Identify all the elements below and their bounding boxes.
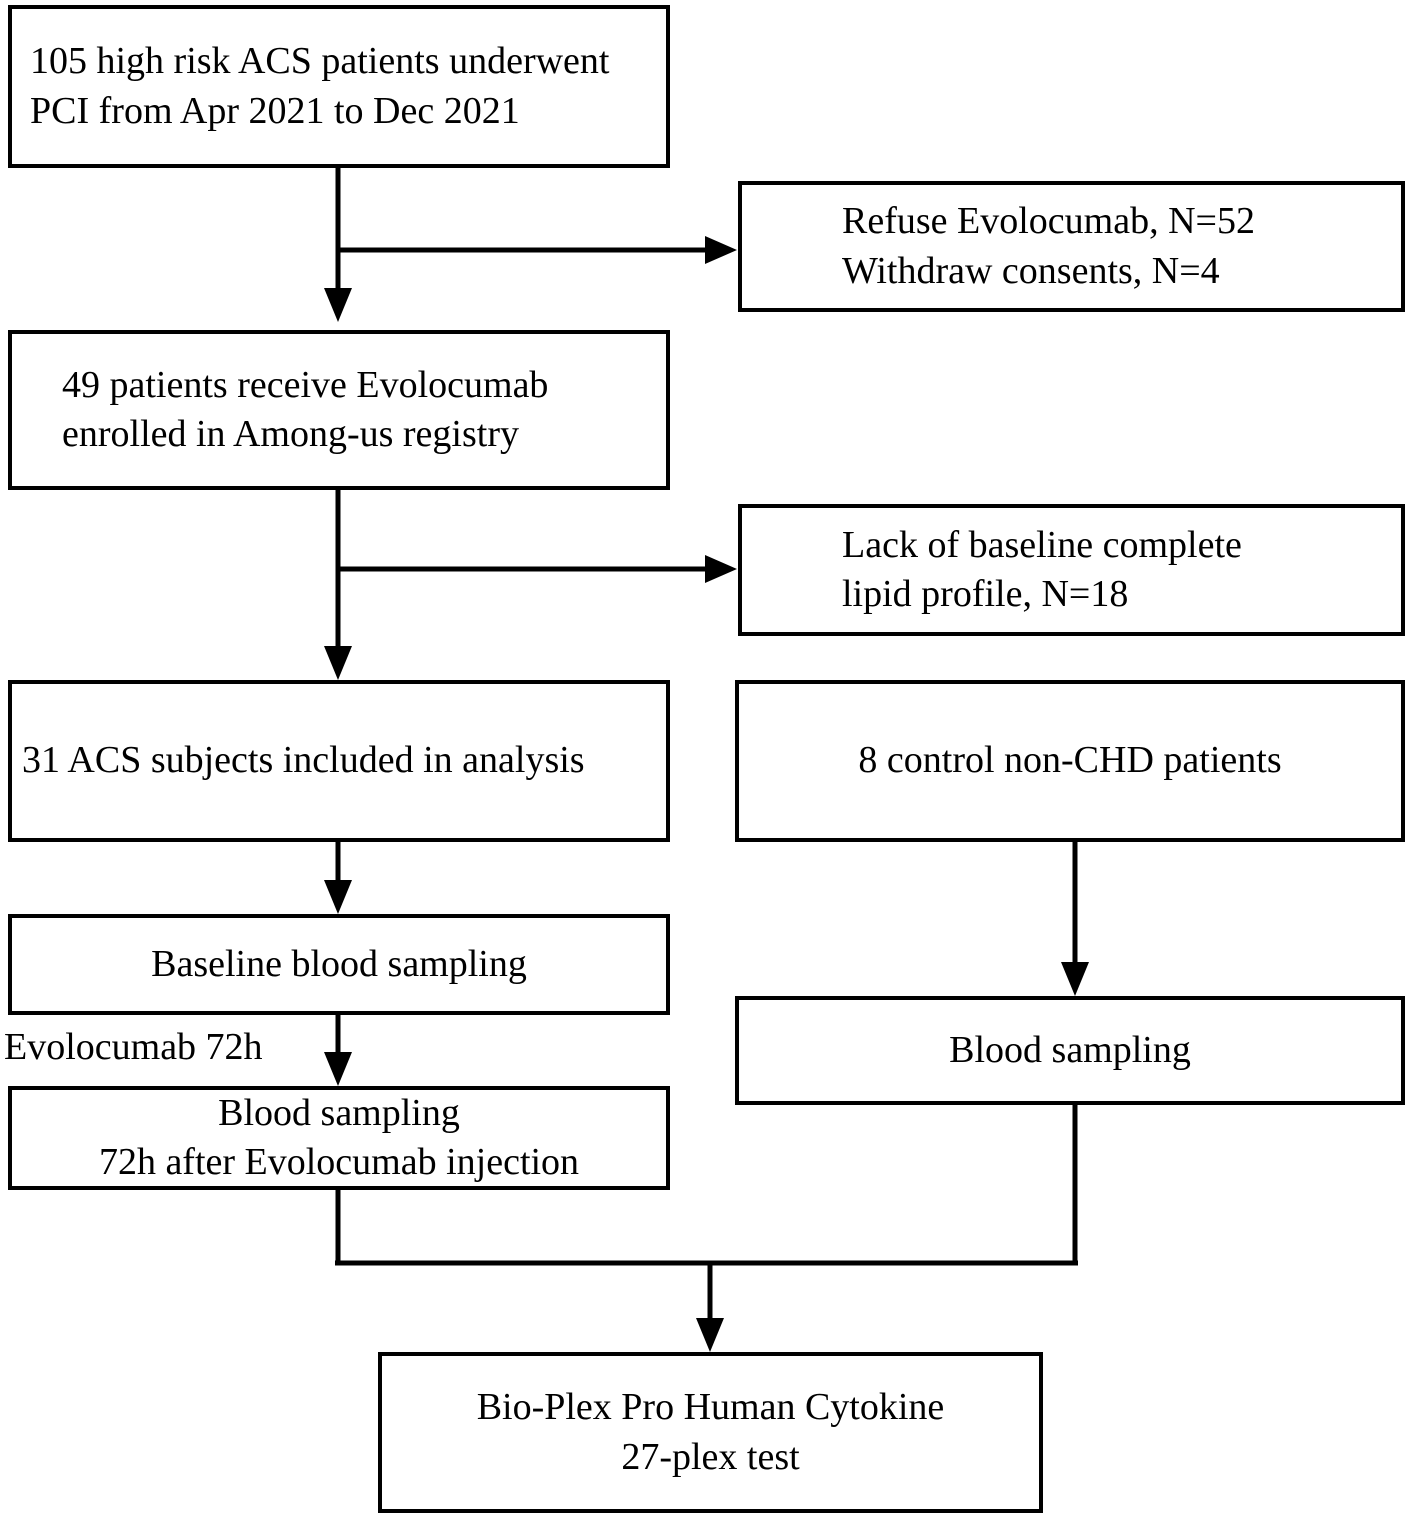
arrowhead-to-assay [696,1318,724,1352]
node-controls-label: 8 control non-CHD patients [858,739,1282,782]
node-screened-label: 105 high risk ACS patients underwent PCI… [30,40,610,132]
node-control-sampling: Blood sampling [735,996,1405,1105]
node-excluded-lipid-label: Lack of baseline complete lipid profile,… [842,523,1242,615]
arrowhead-to-enrolled [324,288,352,322]
node-enrolled: 49 patients receive Evolocumab enrolled … [8,330,670,490]
node-excluded-lipid: Lack of baseline complete lipid profile,… [738,504,1405,636]
arrowhead-to-refuse [705,236,737,264]
node-controls: 8 control non-CHD patients [735,680,1405,842]
arrowhead-to-followup [324,1052,352,1086]
node-baseline-sampling: Baseline blood sampling [8,914,670,1015]
arrowhead-to-lipid [705,555,737,583]
node-analysis-label: 31 ACS subjects included in analysis [22,739,585,782]
arrowhead-to-baseline [324,880,352,914]
node-enrolled-label: 49 patients receive Evolocumab enrolled … [62,363,549,455]
node-assay: Bio-Plex Pro Human Cytokine 27-plex test [378,1352,1043,1513]
node-excluded-refuse: Refuse Evolocumab, N=52 Withdraw consent… [738,181,1405,312]
arrowhead-to-control-sampling [1061,962,1089,996]
node-screened: 105 high risk ACS patients underwent PCI… [8,5,670,168]
node-analysis: 31 ACS subjects included in analysis [8,680,670,842]
edge-label-evolocumab-72h: Evolocumab 72h [4,1026,263,1068]
node-baseline-sampling-label: Baseline blood sampling [151,942,527,985]
node-followup-sampling-label: Blood sampling 72h after Evolocumab inje… [98,1091,580,1183]
node-excluded-refuse-label: Refuse Evolocumab, N=52 Withdraw consent… [842,200,1255,292]
node-assay-label: Bio-Plex Pro Human Cytokine 27-plex test [476,1386,945,1478]
arrowhead-to-analysis [324,646,352,680]
node-followup-sampling: Blood sampling 72h after Evolocumab inje… [8,1086,670,1190]
node-control-sampling-label: Blood sampling [949,1028,1191,1071]
